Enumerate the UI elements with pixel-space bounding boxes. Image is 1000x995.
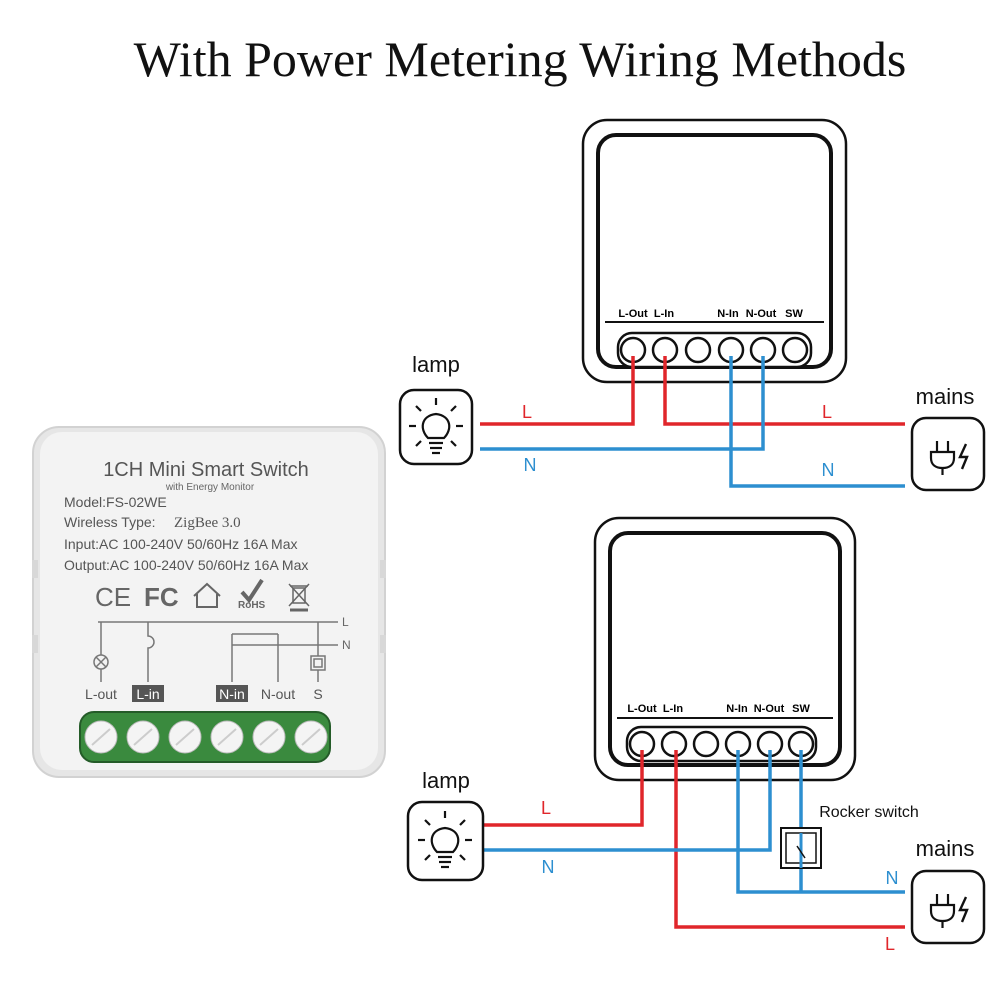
top-neutral-wires xyxy=(480,356,905,488)
device-screw-terminals xyxy=(84,720,328,754)
fcc-mark-icon: FC xyxy=(144,582,179,612)
svg-text:RoHS: RoHS xyxy=(238,600,266,611)
rocker-switch-icon xyxy=(780,827,822,869)
device-wireless-prefix: Wireless Type: xyxy=(64,514,156,530)
top-wire-label-left-n: N xyxy=(524,455,537,475)
top-terminal-label-n-out: N-Out xyxy=(746,308,777,320)
device-terminal-label-s: S xyxy=(313,686,322,702)
bottom-live-wires xyxy=(468,750,905,929)
bottom-lamp-label: lamp xyxy=(422,768,470,793)
device-terminal-label-l-in: L-in xyxy=(136,686,159,702)
bottom-mains-label: mains xyxy=(916,836,975,861)
device-terminal-label-l-out: L-out xyxy=(85,686,117,702)
plug-icon xyxy=(929,441,969,475)
rocker-switch-label: Rocker switch xyxy=(819,804,919,821)
bottom-terminal-label-l-out: L-Out xyxy=(627,703,657,715)
bottom-wire-label-left-n: N xyxy=(542,857,555,877)
top-terminal-label-l-in: L-In xyxy=(654,308,674,320)
top-terminal-label-n-in: N-In xyxy=(717,308,739,320)
top-wire-label-left-l: L xyxy=(522,402,532,422)
plug-icon xyxy=(929,894,969,928)
bottom-wiring-diagram: L-Out L-In N-In N-Out SW L N N L Rocker xyxy=(406,516,986,954)
rohs-icon: RoHS xyxy=(238,578,266,611)
bottom-terminal-label-l-in: L-In xyxy=(663,703,683,715)
device-wireless-value: ZigBee 3.0 xyxy=(174,515,241,531)
bottom-wire-label-right-n: N xyxy=(886,868,899,888)
device-subtitle: with Energy Monitor xyxy=(165,482,255,493)
device-output-rating: Output:AC 100-240V 50/60Hz 16A Max xyxy=(64,557,308,573)
schematic-n-label: N xyxy=(342,638,351,652)
top-lamp-label: lamp xyxy=(412,352,460,377)
top-wire-label-right-l: L xyxy=(822,402,832,422)
home-icon xyxy=(193,582,221,608)
page-title: With Power Metering Wiring Methods xyxy=(133,31,907,87)
top-terminal-label-sw: SW xyxy=(785,308,803,320)
bottom-terminal-label-sw: SW xyxy=(792,703,810,715)
device-terminal-label-n-in: N-in xyxy=(219,686,245,702)
device-schematic xyxy=(93,621,338,682)
device-input-rating: Input:AC 100-240V 50/60Hz 16A Max xyxy=(64,536,297,552)
bottom-terminal-label-n-out: N-Out xyxy=(754,703,785,715)
top-terminal-label-l-out: L-Out xyxy=(618,308,648,320)
device-terminal-label-n-out: N-out xyxy=(261,686,295,702)
bottom-wire-label-right-l: L xyxy=(885,934,895,954)
smart-switch-device: 1CH Mini Smart Switch with Energy Monito… xyxy=(32,426,386,778)
top-live-wires xyxy=(480,356,905,426)
top-mains-label: mains xyxy=(916,384,975,409)
ce-mark-icon: CE xyxy=(95,582,131,612)
device-name: 1CH Mini Smart Switch xyxy=(103,459,309,481)
device-model: Model:FS-02WE xyxy=(64,494,167,510)
top-wire-label-right-n: N xyxy=(822,460,835,480)
schematic-l-label: L xyxy=(342,615,349,629)
bottom-module-inner xyxy=(608,531,842,767)
lamp-icon xyxy=(409,398,463,455)
lamp-icon xyxy=(418,811,472,869)
bottom-terminal-label-n-in: N-In xyxy=(726,703,748,715)
top-wiring-diagram: L-Out L-In N-In N-Out SW L N L N lamp xyxy=(398,118,986,492)
bottom-wire-label-left-l: L xyxy=(541,798,551,818)
weee-bin-icon xyxy=(288,583,310,612)
